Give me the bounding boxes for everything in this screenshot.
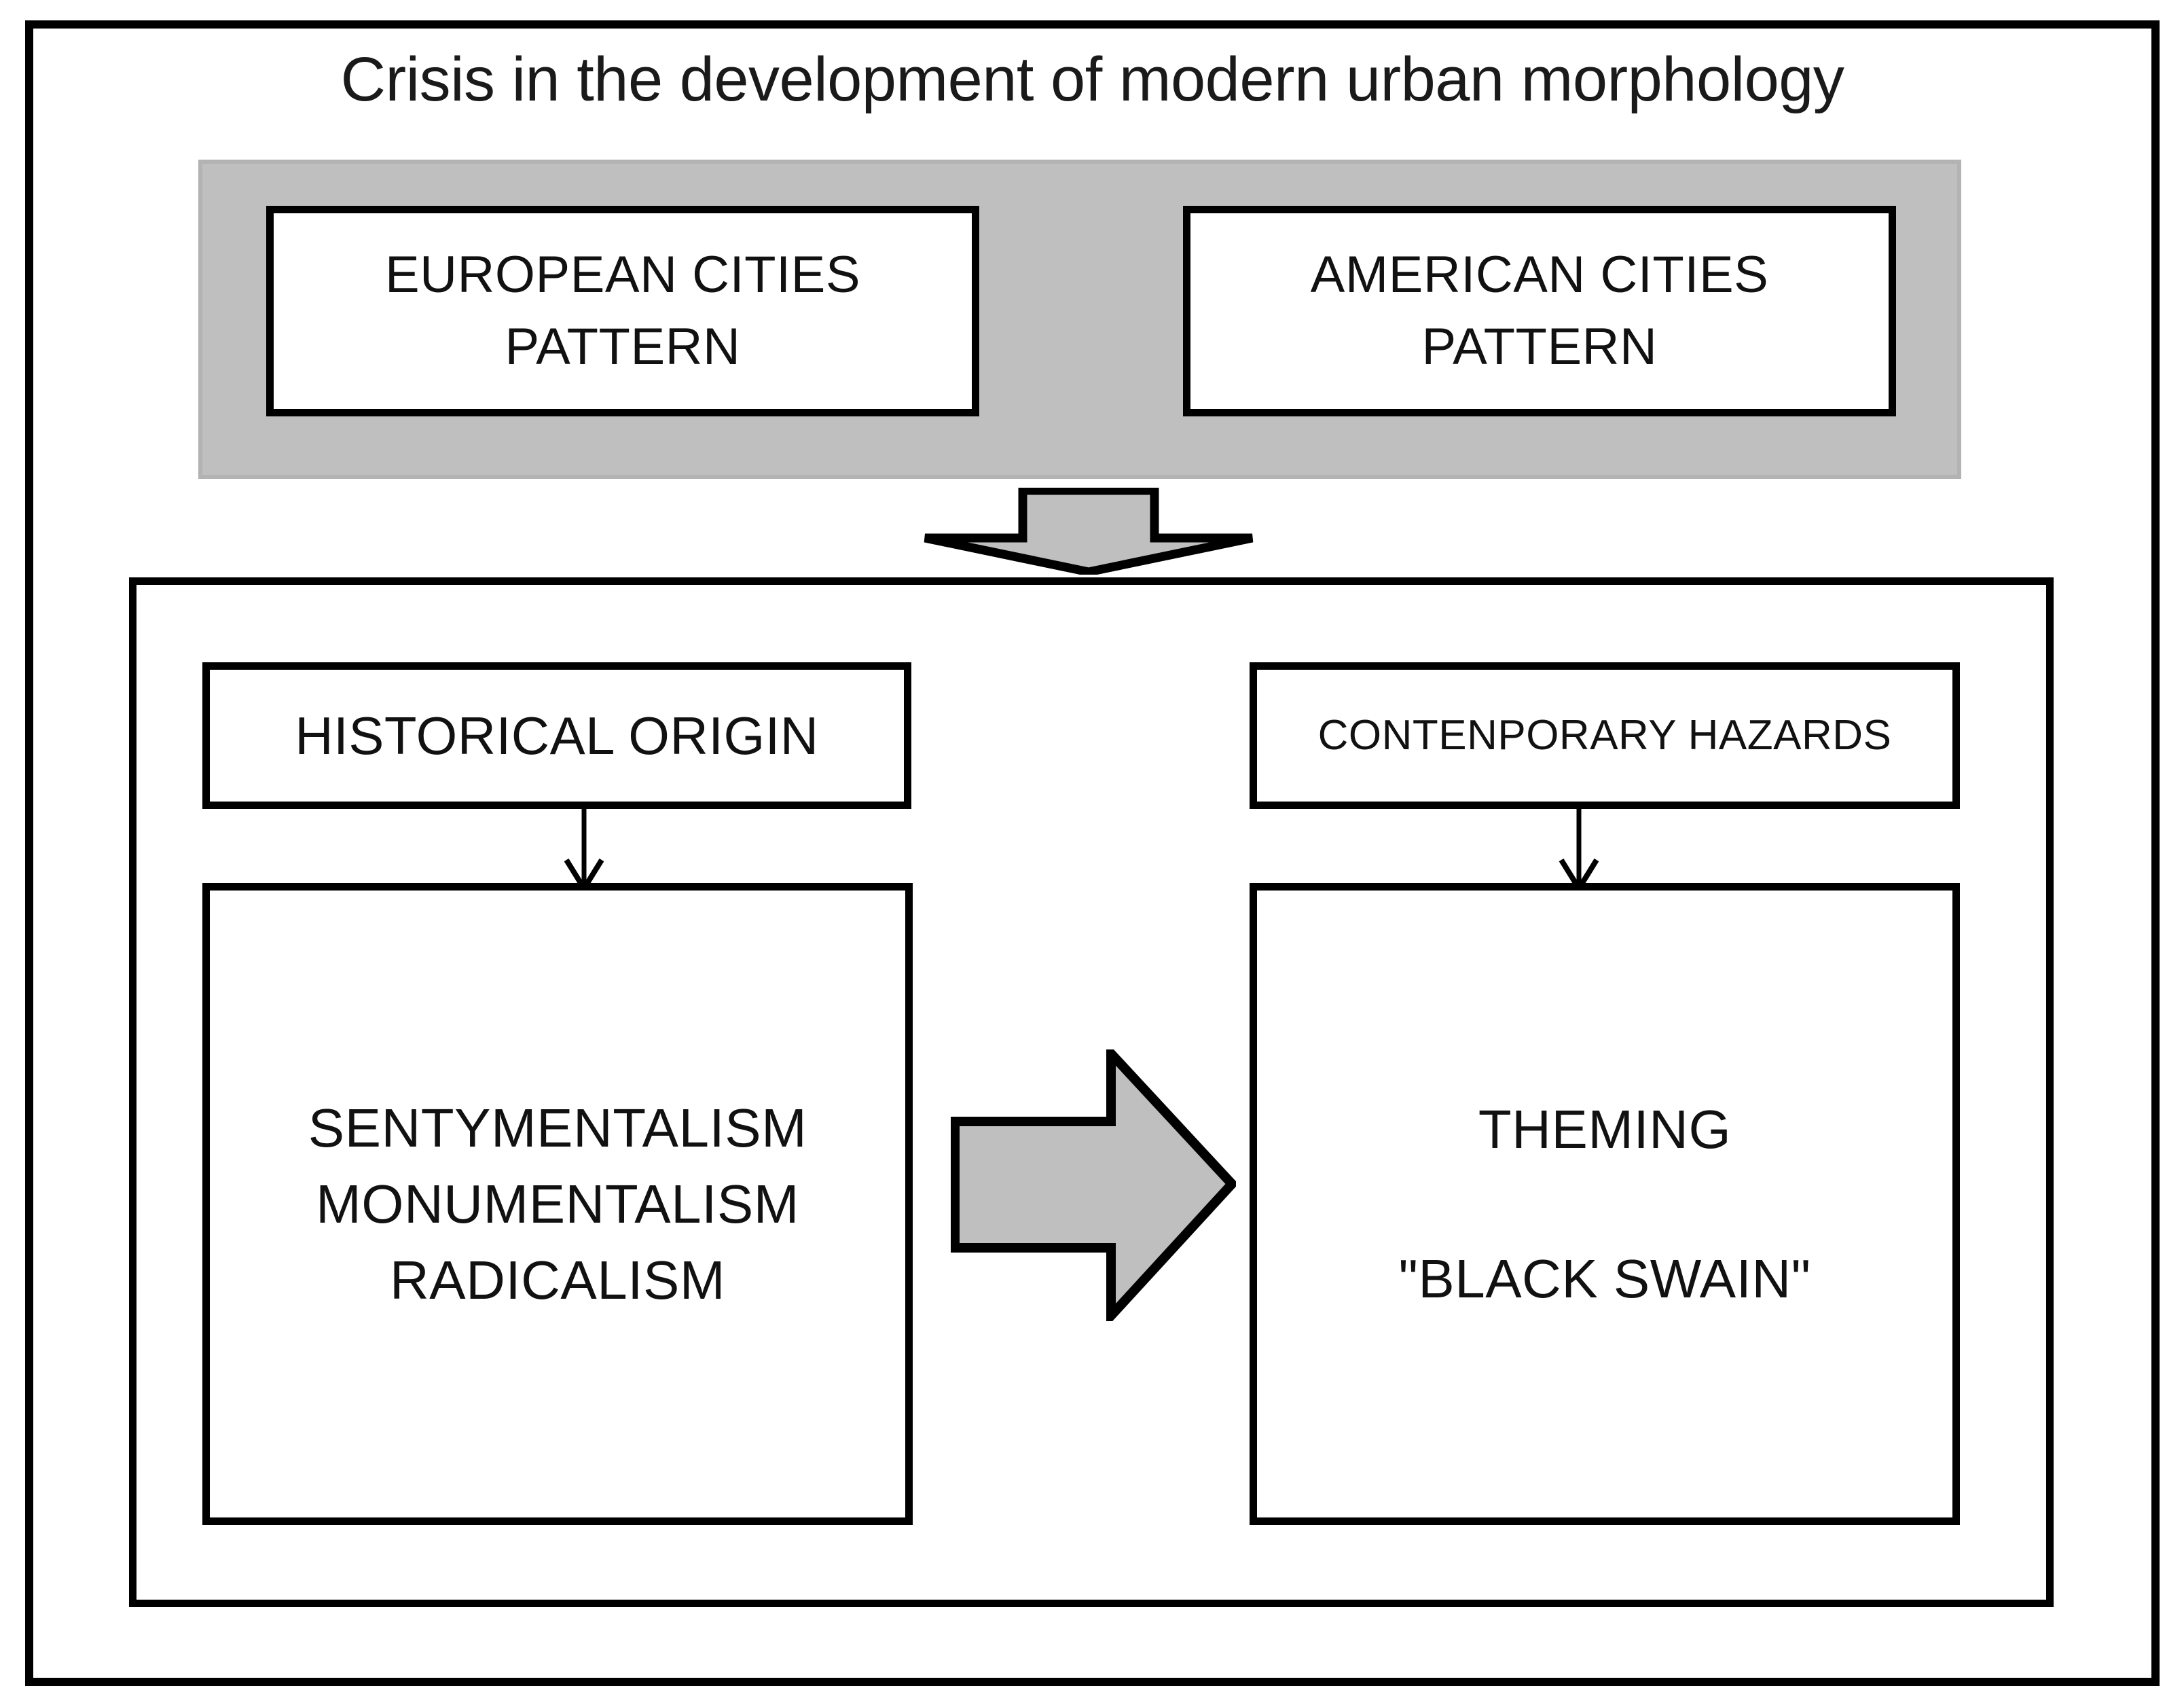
content-item-radicalism: RADICALISM bbox=[390, 1249, 725, 1310]
pattern-box-european-line2: PATTERN bbox=[505, 318, 741, 376]
pattern-box-european-cities[interactable]: EUROPEAN CITIES PATTERN bbox=[266, 206, 979, 416]
thin-down-arrow-icon-left bbox=[557, 808, 611, 893]
content-item-sentymentalism: SENTYMENTALISM bbox=[308, 1097, 807, 1158]
right-block-arrow-icon bbox=[951, 1049, 1236, 1321]
label-historical-origin-text: HISTORICAL ORIGIN bbox=[295, 706, 819, 766]
thin-down-arrow-icon-right bbox=[1552, 808, 1606, 893]
pattern-box-american-line1: AMERICAN CITIES bbox=[1310, 246, 1769, 304]
pattern-box-american-line2: PATTERN bbox=[1421, 318, 1658, 376]
content-box-contenporary-hazards[interactable]: THEMING "BLACK SWAIN" bbox=[1250, 883, 1960, 1525]
pattern-box-european-line1: EUROPEAN CITIES bbox=[384, 246, 861, 304]
content-item-black-swain: "BLACK SWAIN" bbox=[1398, 1248, 1811, 1309]
label-contenporary-hazards-text: CONTENPORARY HAZARDS bbox=[1317, 712, 1892, 759]
label-box-contenporary-hazards[interactable]: CONTENPORARY HAZARDS bbox=[1250, 662, 1960, 809]
diagram-title: Crisis in the development of modern urba… bbox=[340, 45, 1844, 114]
content-item-theming: THEMING bbox=[1478, 1098, 1732, 1159]
patterns-gray-band: EUROPEAN CITIES PATTERN AMERICAN CITIES … bbox=[198, 160, 1961, 479]
down-block-arrow-icon bbox=[922, 488, 1255, 575]
label-box-historical-origin[interactable]: HISTORICAL ORIGIN bbox=[202, 662, 911, 809]
content-box-historical-origin[interactable]: SENTYMENTALISM MONUMENTALISM RADICALISM bbox=[202, 883, 913, 1525]
pattern-box-american-cities[interactable]: AMERICAN CITIES PATTERN bbox=[1183, 206, 1896, 416]
content-item-monumentalism: MONUMENTALISM bbox=[316, 1173, 799, 1234]
